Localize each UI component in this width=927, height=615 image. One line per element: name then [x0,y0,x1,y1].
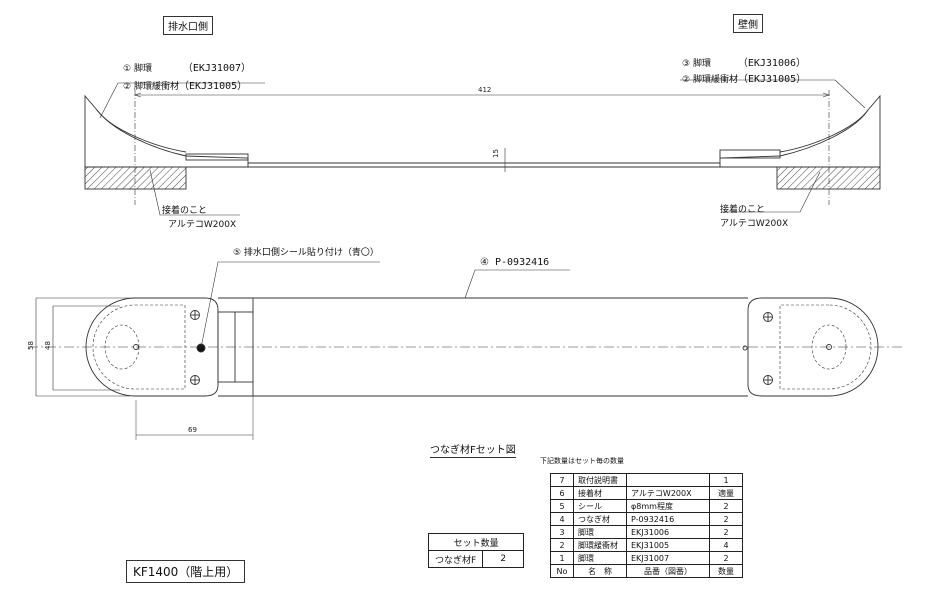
header-name: 名 称 [573,564,627,578]
table-row: 7 取付説明書 1 [550,473,743,487]
table-row: 1 脚環 EKJ31007 2 [550,551,743,565]
cell-code: φ8mm程度 [626,499,710,513]
dim-length: 412 [478,86,491,94]
foot-plan-right [747,297,879,397]
adhesive-line1: 接着のこと [162,206,208,216]
adhesive-note-right: 接着のこと アルテコW200X [720,203,788,231]
cell-no: 3 [550,525,574,539]
callout-right-1: ③ 脚環 （EKJ31006） [682,54,806,69]
cell-name: つなぎ材 [573,512,627,526]
cell-qty: 2 [709,499,743,513]
dim-offset: 69 [188,426,197,434]
dim-outer-width: 58 [27,341,35,350]
cell-no: 2 [550,538,574,552]
callout-no: ② [682,75,691,85]
wall-side-label: 壁側 [733,14,763,33]
cell-code: EKJ31005 [626,538,710,552]
cell-qty: 2 [709,512,743,526]
dim-inner-width: 48 [44,341,52,350]
callout-code: （EKJ31005） [178,81,248,92]
cell-no: 1 [550,551,574,565]
side-view [84,79,881,216]
drain-side-label: 排水口側 [163,16,213,35]
cell-no: 6 [550,486,574,500]
set-qty-header: セット数量 [427,533,525,551]
adhesive-note-left: 接着のこと アルテコW200X [162,204,236,232]
cell-name: 取付説明書 [573,473,627,487]
cell-no: 5 [550,499,574,513]
cell-code: EKJ31007 [626,551,710,565]
floor-block-left [84,166,187,190]
table-row: 4 つなぎ材 P-0932416 2 [550,512,743,526]
callout-name: 脚環 [692,59,711,69]
table-row: 6 接着材 アルテコW200X 適量 [550,486,743,500]
cell-name: 脚環緩衝材 [573,538,627,552]
header-no: No [550,564,574,578]
header-qty: 数量 [709,564,743,578]
adhesive-line1: 接着のこと [720,205,766,215]
parts-table: 7 取付説明書 1 6 接着材 アルテコW200X 適量 5 シール φ8mm程… [550,473,743,578]
dim-thickness: 15 [492,149,500,158]
foot-ring-left [84,94,249,168]
callout-code: （EKJ31006） [737,58,807,69]
callout-code: （EKJ31007） [182,63,252,74]
table-row: 2 脚環緩衝材 EKJ31005 4 [550,538,743,552]
cell-name: 脚環 [573,551,627,565]
plan-view [28,261,905,440]
cell-name: 接着材 [573,486,627,500]
cell-no: 7 [550,473,574,487]
cell-qty: 2 [709,525,743,539]
set-qty-value: 2 [482,550,525,568]
cell-qty: 適量 [709,486,743,500]
callout-code: （EKJ31005） [737,74,807,85]
table-row: 3 脚環 EKJ31006 2 [550,525,743,539]
cell-name: シール [573,499,627,513]
drawing-title: つなぎ材Fセット図 [430,441,516,458]
callout-left-1: ① 脚環 （EKJ31007） [123,59,251,74]
seal-note: ⑤ 排水口側シール貼り付け（青〇） [233,248,379,258]
adhesive-line2: アルテコW200X [720,219,789,229]
cell-no: 4 [550,512,574,526]
model-label: KF1400（階上用） [126,560,246,583]
callout-left-2: ② 脚環緩衝材（EKJ31005） [123,77,247,92]
cell-code [626,473,710,487]
callout-no: ② [123,82,132,92]
parts-table-note: 下記数量はセット毎の数量 [540,457,624,465]
table-header-row: No 名 称 品番（図番） 数量 [550,564,743,578]
foot-plan-left [85,297,219,397]
cell-name: 脚環 [573,525,627,539]
cell-code: アルテコW200X [626,486,710,500]
part-note: ④ P-0932416 [480,257,550,268]
adhesive-line2: アルテコW200X [168,220,237,230]
set-qty-table: セット数量 つなぎ材F 2 [427,533,525,568]
cell-code: P-0932416 [626,512,710,526]
cell-qty: 4 [709,538,743,552]
callout-name: 脚環緩衝材 [692,75,738,85]
foot-ring-right [719,94,881,168]
callout-name: 脚環緩衝材 [133,82,179,92]
header-code: 品番（図番） [626,564,710,578]
callout-no: ① [123,64,132,74]
callout-right-2: ② 脚環緩衝材（EKJ31005） [682,70,806,85]
table-row: 5 シール φ8mm程度 2 [550,499,743,513]
cell-qty: 1 [709,473,743,487]
cell-code: EKJ31006 [626,525,710,539]
set-qty-item: つなぎ材F [427,550,484,568]
callout-name: 脚環 [133,64,152,74]
callout-no: ③ [682,59,691,69]
floor-block-right [776,166,881,190]
cell-qty: 2 [709,551,743,565]
